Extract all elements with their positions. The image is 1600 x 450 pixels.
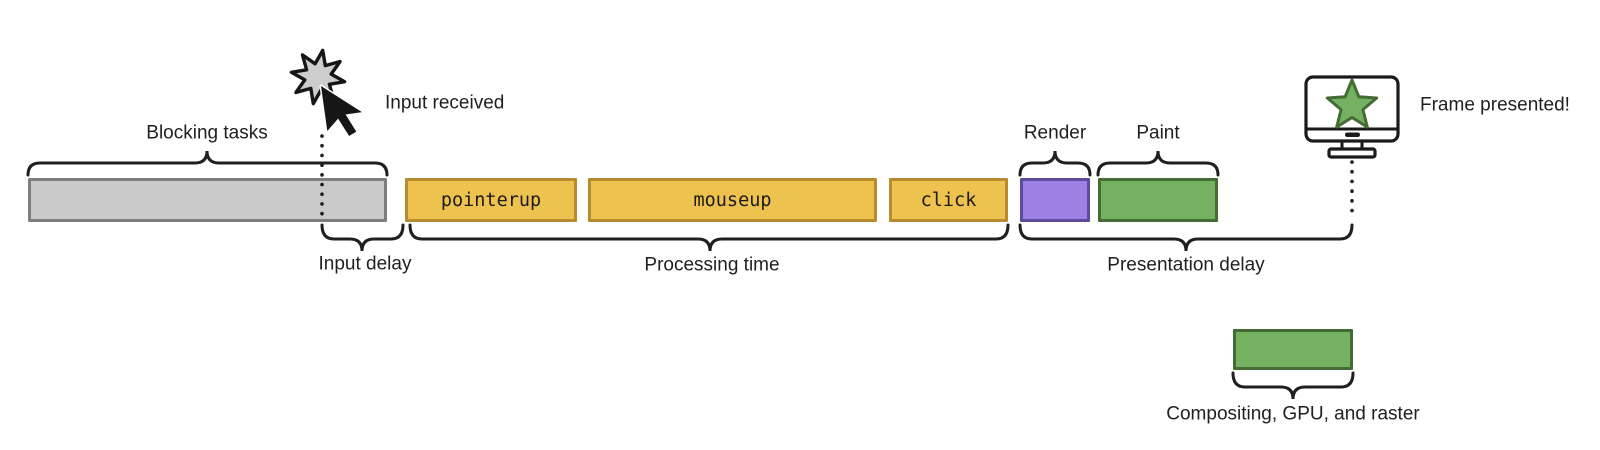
burst-star-icon (289, 48, 347, 106)
green-star-icon (1325, 78, 1379, 129)
presentation-delay-label: Presentation delay (1107, 254, 1265, 276)
paint-bar (1098, 178, 1218, 222)
processing-time-label: Processing time (644, 254, 780, 276)
click-label: click (920, 189, 977, 211)
click-bar: click (889, 178, 1008, 222)
mouseup-label: mouseup (693, 189, 772, 211)
paint-label: Paint (1136, 122, 1180, 144)
mouse-cursor-icon (319, 84, 364, 138)
input-received-label: Input received (385, 92, 505, 114)
blocking-tasks-bar (28, 178, 387, 222)
blocking-tasks-brace (26, 150, 389, 177)
compositing-brace (1231, 371, 1355, 400)
frame-presented-label: Frame presented! (1420, 94, 1570, 116)
render-brace (1018, 150, 1092, 177)
input-delay-brace (320, 223, 405, 252)
presentation-delay-brace (1018, 223, 1354, 252)
render-bar (1020, 178, 1090, 222)
blocking-tasks-label: Blocking tasks (146, 122, 268, 144)
input-delay-label: Input delay (318, 253, 412, 275)
render-label: Render (1023, 122, 1087, 144)
compositing-bar (1233, 329, 1353, 370)
pointerup-label: pointerup (440, 189, 542, 211)
pointerup-bar: pointerup (405, 178, 577, 222)
monitor-icon (1304, 75, 1400, 159)
paint-brace (1096, 150, 1220, 177)
processing-time-brace (408, 223, 1010, 252)
compositing-label: Compositing, GPU, and raster (1166, 403, 1420, 425)
mouseup-bar: mouseup (588, 178, 877, 222)
